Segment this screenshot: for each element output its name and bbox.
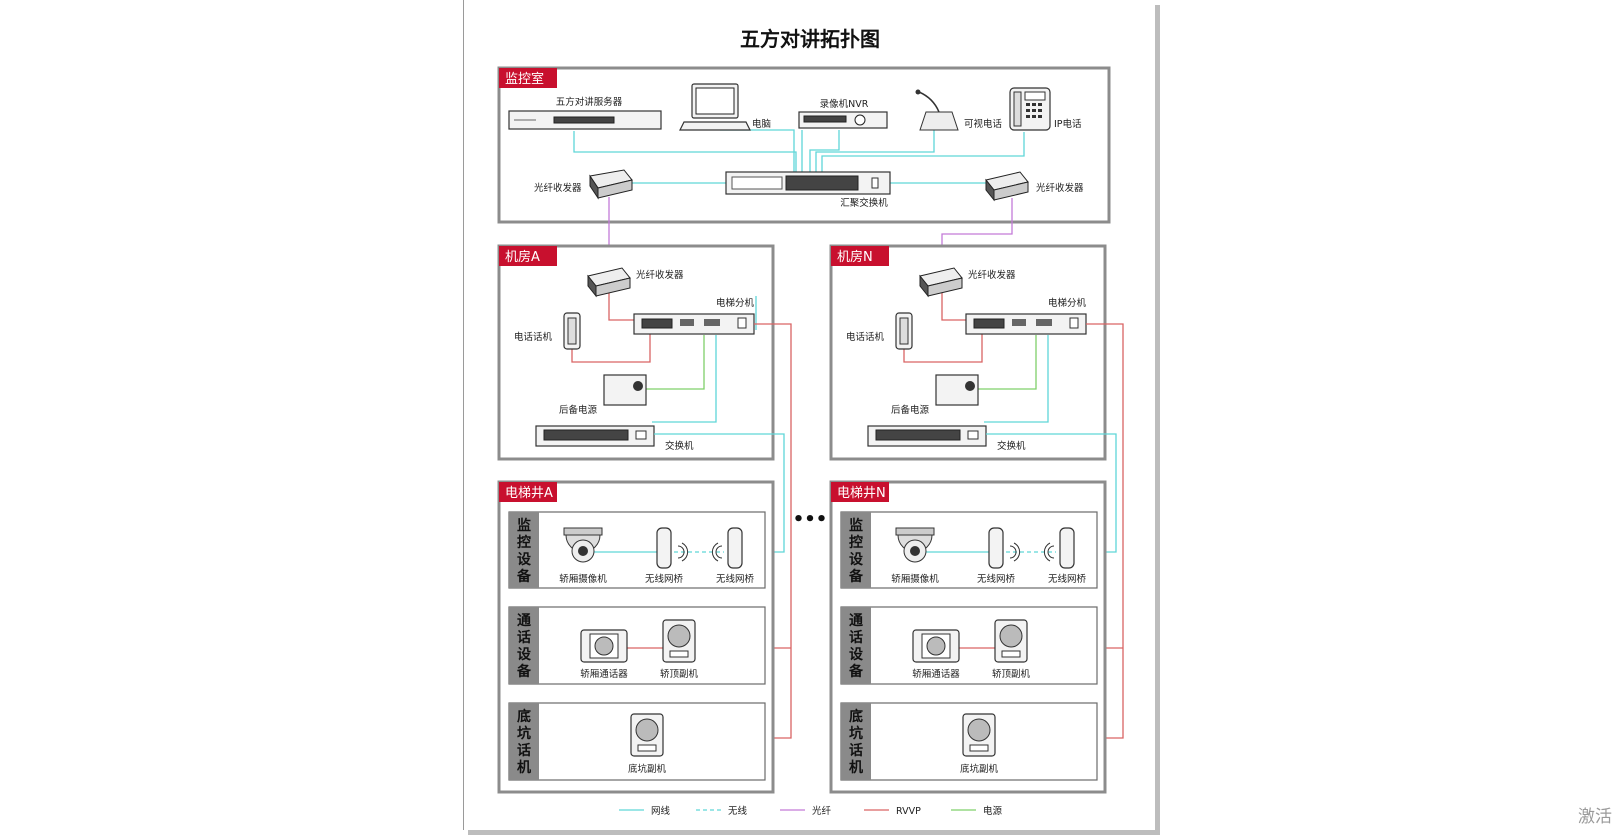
cat-talk-char: 通 — [849, 613, 863, 629]
legend: 网线 无线 光纤 RVVP 电源 — [619, 805, 1003, 817]
video-phone-label: 可视电话 — [964, 118, 1003, 130]
legend-item: 电源 — [983, 805, 1003, 817]
cat-pit-char: 机 — [849, 759, 863, 776]
machine-room-a-label: 机房A — [505, 249, 540, 265]
ellipsis-marker: ••• — [793, 509, 828, 530]
ip-phone-label: IP电话 — [1054, 118, 1082, 130]
wireless-bridge-icon — [656, 527, 689, 569]
video-phone-icon — [915, 89, 959, 131]
cat-talk-char: 通 — [517, 613, 531, 629]
pit-extension-icon — [630, 713, 664, 757]
cat-talk-char: 设 — [517, 647, 532, 663]
cat-talk-char: 话 — [849, 629, 863, 646]
cat-monitor-char: 控 — [849, 534, 863, 551]
nvr-label: 录像机NVR — [820, 98, 869, 110]
cat-pit-char: 坑 — [517, 725, 531, 742]
cat-monitor-char: 监 — [849, 517, 863, 534]
shaft-n-camera-label: 轿厢摄像机 — [891, 573, 939, 585]
machine-n-phone-label: 电话话机 — [846, 331, 885, 343]
shaft-a: 电梯井A 监 控 设 备 轿厢摄像机 无线网桥 无线网桥 通 话 — [497, 480, 775, 794]
server-label: 五方对讲服务器 — [556, 96, 623, 108]
shaft-n-car-intercom-label: 轿厢通话器 — [912, 668, 960, 680]
machine-room-n-label: 机房N — [837, 249, 873, 265]
machine-n-backup-power-label: 后备电源 — [891, 404, 930, 416]
pc-label: 电脑 — [752, 118, 771, 130]
machine-a-phone-label: 电话话机 — [514, 331, 553, 343]
machine-room-n: 机房N 光纤收发器 电梯分机 电话话机 后备电源 交换机 — [829, 244, 1107, 461]
machine-a-switch-label: 交换机 — [665, 440, 694, 452]
fiber-right-label: 光纤收发器 — [1036, 182, 1084, 194]
shaft-n-label: 电梯井N — [837, 486, 886, 501]
cat-pit-char: 底 — [517, 708, 531, 725]
legend-item: RVVP — [896, 806, 921, 817]
cat-monitor-char: 监 — [517, 517, 531, 534]
cat-talk-char: 设 — [849, 647, 864, 663]
control-room-wiring — [573, 129, 1025, 184]
cat-monitor-char: 设 — [849, 552, 864, 568]
pit-extension-icon — [962, 713, 996, 757]
car-top-extension-icon — [662, 619, 696, 663]
diagram-title: 五方对讲拓扑图 — [740, 27, 880, 51]
fiber-transceiver-left-icon — [589, 169, 633, 200]
shaft-a-pit-ext-label: 底坑副机 — [628, 763, 667, 775]
cat-talk-char: 话 — [517, 629, 531, 646]
pc-icon — [679, 83, 751, 131]
machine-a-backup-power-label: 后备电源 — [559, 404, 598, 416]
machine-a-elevator-ext-label: 电梯分机 — [716, 297, 755, 309]
cat-monitor-char: 备 — [848, 568, 864, 585]
shaft-a-bridge2-label: 无线网桥 — [716, 573, 755, 585]
dome-camera-icon — [895, 527, 935, 563]
nvr-device — [798, 111, 888, 129]
core-switch-device — [725, 171, 891, 195]
dome-camera-icon — [563, 527, 603, 563]
car-intercom-icon — [912, 629, 960, 663]
ip-phone-icon — [1009, 87, 1051, 131]
cat-pit-char: 机 — [517, 759, 531, 776]
core-switch-label: 汇聚交换机 — [840, 197, 888, 209]
car-intercom-icon — [580, 629, 628, 663]
machine-a-fiber-label: 光纤收发器 — [636, 269, 684, 281]
shaft-a-car-intercom-label: 轿厢通话器 — [580, 668, 628, 680]
shaft-n-bridge2-label: 无线网桥 — [1048, 573, 1087, 585]
cat-monitor-char: 备 — [516, 568, 532, 585]
shaft-n: 电梯井N 监 控 设 备 轿厢摄像机 无线网桥 无线网桥 通 话 设 备 — [829, 480, 1107, 794]
diagram-page: 五方对讲拓扑图 监控室 五方对讲服务器 电脑 录像机NVR — [463, 0, 1155, 830]
fiber-left-label: 光纤收发器 — [534, 182, 582, 194]
machine-room-a: 机房A 光纤收发器 电梯分机 电话话机 后备电源 交换机 — [497, 244, 775, 461]
machine-n-elevator-ext-label: 电梯分机 — [1048, 297, 1087, 309]
control-room-label: 监控室 — [505, 71, 544, 87]
car-top-extension-icon — [994, 619, 1028, 663]
activation-watermark: 激活 — [1578, 807, 1612, 827]
wireless-bridge-icon — [988, 527, 1021, 569]
server-device — [508, 110, 662, 130]
fiber-transceiver-right-icon — [985, 171, 1029, 202]
cat-talk-char: 备 — [848, 663, 864, 680]
cat-pit-char: 底 — [849, 708, 863, 725]
cat-pit-char: 话 — [517, 742, 531, 759]
cat-pit-char: 话 — [849, 742, 863, 759]
wireless-bridge-icon — [711, 527, 743, 569]
shaft-a-label: 电梯井A — [505, 486, 553, 501]
shaft-n-pit-ext-label: 底坑副机 — [960, 763, 999, 775]
shaft-a-top-ext-label: 轿顶副机 — [660, 668, 699, 680]
legend-item: 光纤 — [812, 805, 832, 817]
control-room-tag — [499, 68, 557, 88]
machine-n-switch-label: 交换机 — [997, 440, 1026, 452]
wireless-bridge-icon — [1043, 527, 1075, 569]
shaft-a-bridge1-label: 无线网桥 — [645, 573, 684, 585]
cat-talk-char: 备 — [516, 663, 532, 680]
shaft-a-camera-label: 轿厢摄像机 — [559, 573, 607, 585]
legend-item: 网线 — [651, 805, 671, 817]
cat-monitor-char: 设 — [517, 552, 532, 568]
legend-item: 无线 — [728, 805, 748, 817]
topology-diagram: 五方对讲拓扑图 监控室 五方对讲服务器 电脑 录像机NVR — [497, 27, 1124, 817]
shaft-n-top-ext-label: 轿顶副机 — [992, 668, 1031, 680]
shaft-n-bridge1-label: 无线网桥 — [977, 573, 1016, 585]
machine-n-fiber-label: 光纤收发器 — [968, 269, 1016, 281]
cat-monitor-char: 控 — [517, 534, 531, 551]
cat-pit-char: 坑 — [849, 725, 863, 742]
